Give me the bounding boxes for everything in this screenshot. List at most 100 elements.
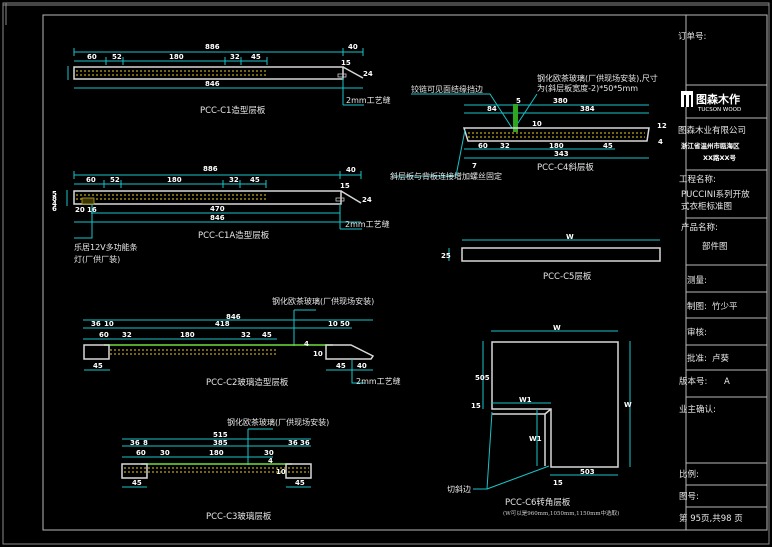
- svg-text:6: 6: [52, 205, 57, 213]
- c2-dim-180: 180: [180, 331, 195, 339]
- c5-caption: PCC-C5层板: [543, 271, 592, 282]
- c6-dim-right-w: W: [624, 401, 632, 409]
- c6-panel: [491, 341, 619, 468]
- c1-note: 2mm工艺缝: [346, 95, 391, 105]
- measure-label: 测量:: [687, 276, 707, 286]
- owner-confirm-label: 业主确认:: [679, 404, 716, 415]
- c6-dim-503: 503: [580, 468, 595, 476]
- c3-dim-30a: 30: [160, 449, 170, 457]
- c2-dim-60: 60: [99, 331, 109, 339]
- approve-label: 批准:: [687, 353, 707, 364]
- svg-text:4: 4: [52, 200, 57, 208]
- c3-dim-8: 8: [143, 439, 148, 447]
- c1-dim-52: 52: [112, 53, 122, 61]
- c2-dim-50: 50: [340, 320, 350, 328]
- c2-dim-45-right: 45: [336, 362, 346, 370]
- address-line-1: 浙江省温州市瓯海区: [681, 141, 740, 150]
- c1-dim-40: 40: [348, 43, 358, 51]
- c3-dim-45-left: 45: [132, 479, 142, 487]
- c1a-light-note-2: 灯(厂供厂装): [74, 254, 120, 264]
- c3-dim-180: 180: [209, 449, 224, 457]
- c1a-dim-15: 15: [340, 182, 350, 190]
- drawing-pcc-c6: W W 505 15 W1 W1 503 15 切斜边 PCC-C6转角层板 (…: [447, 324, 632, 517]
- c6-caption-note: (W可以是960mm,1050mm,1150mm中选取): [503, 509, 619, 517]
- c3-dim-30b: 30: [264, 449, 274, 457]
- c1a-dim-20: 20: [75, 206, 85, 214]
- version-label: 版本号:: [679, 376, 707, 387]
- order-no-label: 订单号:: [678, 31, 706, 42]
- c2-dim-10b: 10: [328, 320, 338, 328]
- c1-dim-60: 60: [87, 53, 97, 61]
- drawing-no-label: 图号:: [679, 492, 699, 502]
- c4-glass-piece: [513, 104, 518, 132]
- c2-dim-10a: 10: [104, 320, 114, 328]
- c5-dim-w: W: [566, 233, 574, 241]
- c2-dim-32b: 32: [241, 331, 251, 339]
- c4-glass-note-2: 为(斜层板宽度-2)*50*5mm: [537, 83, 638, 93]
- product-label: 产品名称:: [681, 222, 718, 233]
- version-value: A: [724, 377, 730, 387]
- logo-en: TUCSON WOOD: [697, 107, 741, 113]
- approve-value: 卢葵: [712, 353, 730, 364]
- c1a-panel: [73, 190, 342, 205]
- drawn-value: 竹少平: [712, 301, 738, 312]
- c2-left-block: [83, 344, 110, 360]
- c1a-light-note-1: 乐居12V多功能条: [74, 242, 138, 252]
- c3-dim-4: 4: [268, 457, 273, 465]
- c2-note: 2mm工艺缝: [356, 376, 401, 386]
- drawing-pcc-c2: 钢化欧茶玻璃(厂供现场安装) 846 36 10 418 10 50 60 32…: [83, 296, 401, 388]
- logo: 图森木作 TUCSON WOOD: [681, 91, 741, 113]
- page-info: 第 95页,共98 页: [679, 513, 743, 524]
- c4-dim-343: 343: [554, 150, 569, 158]
- drawing-pcc-c1: 886 40 60 52 180 32 45 846 2mm工艺缝 15 24 …: [67, 43, 391, 116]
- c2-dim-36: 36: [91, 320, 101, 328]
- project-line-2: 式衣柜标准图: [681, 201, 732, 212]
- c1a-dim-52: 52: [110, 176, 120, 184]
- address-line-2: XX路XX号: [703, 153, 737, 162]
- c6-dim-505: 505: [475, 374, 490, 382]
- c4-bottom-note: 斜层板与背板连接增加螺丝固定: [390, 171, 502, 181]
- svg-text:8: 8: [52, 195, 57, 203]
- c3-right-block: [285, 463, 312, 479]
- c5-dim-25: 25: [441, 252, 451, 260]
- c4-dim-32: 32: [500, 142, 510, 150]
- c3-dim-515: 515: [213, 431, 228, 439]
- drawing-pcc-c5: W 25 PCC-C5层板: [441, 233, 661, 282]
- c1a-dim-180: 180: [167, 176, 182, 184]
- project-label: 工程名称:: [679, 174, 716, 185]
- c3-dim-385: 385: [213, 439, 228, 447]
- c4-dim-60: 60: [478, 142, 488, 150]
- logo-cn: 图森木作: [696, 92, 740, 106]
- c2-right-block: [325, 344, 375, 360]
- c6-dim-w1-vertical: W1: [529, 435, 542, 443]
- c4-dim-5: 5: [516, 97, 521, 105]
- c3-glass-note: 钢化欧茶玻璃(厂供现场安装): [227, 417, 329, 427]
- c4-dim-384: 384: [580, 105, 595, 113]
- c1-dim-45: 45: [251, 53, 261, 61]
- c4-caption: PCC-C4斜层板: [537, 162, 594, 173]
- c3-caption: PCC-C3玻璃层板: [206, 511, 272, 522]
- c6-cut-note: 切斜边: [447, 484, 471, 494]
- c3-dim-36b: 36: [288, 439, 298, 447]
- c4-dim-380: 380: [553, 97, 568, 105]
- project-line-1: PUCCINI系列开放: [681, 189, 750, 200]
- c5-panel: [461, 247, 661, 262]
- scale-label: 比例:: [679, 469, 699, 480]
- company-name: 图森木业有限公司: [678, 125, 746, 136]
- c2-dim-10c: 10: [313, 350, 323, 358]
- c2-dim-32a: 32: [122, 331, 132, 339]
- c1a-dim-32: 32: [229, 176, 239, 184]
- c1a-dim-470: 470: [210, 205, 225, 213]
- c4-panel: [462, 127, 650, 142]
- c1a-caption: PCC-C1A造型层板: [198, 230, 270, 241]
- c3-dim-10: 10: [276, 468, 286, 476]
- c6-dim-top-w: W: [553, 324, 561, 332]
- c3-dim-60: 60: [136, 449, 146, 457]
- c1-dim-15: 15: [341, 59, 351, 67]
- c1-dim-32: 32: [230, 53, 240, 61]
- c1-caption: PCC-C1造型层板: [200, 105, 266, 116]
- c4-dim-4: 4: [658, 138, 663, 146]
- c6-dim-w1: W1: [519, 396, 532, 404]
- c3-left-block: [121, 463, 148, 479]
- c2-dim-45-left: 45: [93, 362, 103, 370]
